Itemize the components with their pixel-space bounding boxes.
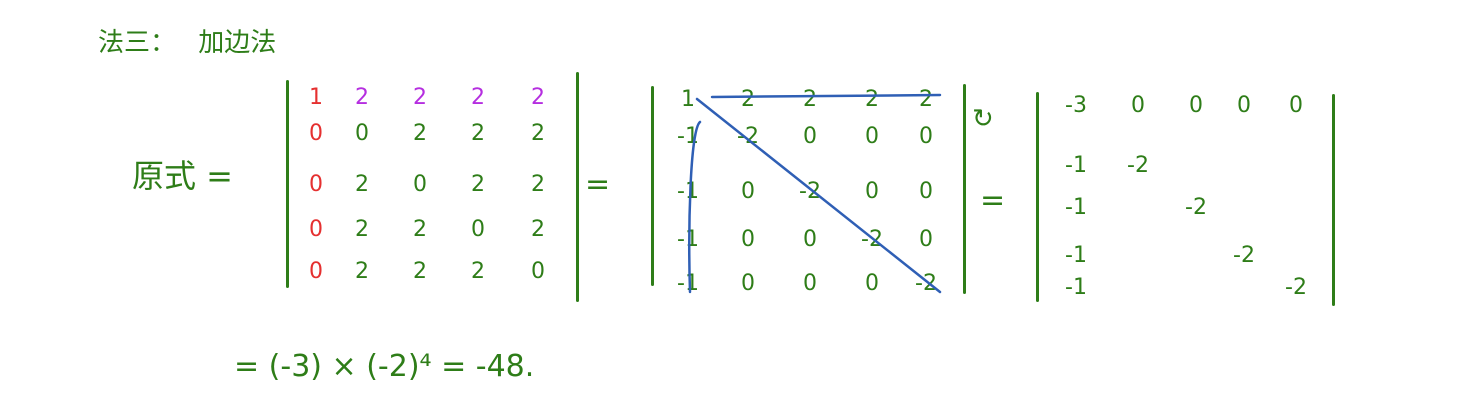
matrix-b-cell: -2 — [799, 179, 821, 204]
matrix-a-cell: 2 — [413, 121, 427, 146]
result-line: = (-3) × (-2)⁴ = -48. — [234, 349, 535, 384]
matrix-b-cell: -2 — [737, 124, 759, 149]
matrix-a-cell: 0 — [471, 217, 485, 242]
matrix-c-cell: 0 — [1237, 93, 1251, 118]
method-label: 法三： — [98, 28, 177, 58]
matrix-c-cell: -1 — [1065, 243, 1087, 268]
matrix-a-cell: 2 — [531, 217, 545, 242]
matrix-b-right-bar — [963, 84, 966, 294]
matrix-c-cell: -2 — [1285, 275, 1307, 300]
matrix-a-cell: 0 — [413, 172, 427, 197]
matrix-a-cell: 0 — [355, 121, 369, 146]
matrix-b-cell: 0 — [919, 227, 933, 252]
matrix-a-cell: 2 — [355, 217, 369, 242]
lhs-label: 原式 = — [132, 157, 233, 195]
matrix-b-cell: 0 — [741, 179, 755, 204]
matrix-c-cell: -3 — [1065, 93, 1087, 118]
diagonal-strike-line — [695, 97, 942, 294]
matrix-a-cell: 0 — [309, 259, 323, 284]
matrix-b-cell: 1 — [681, 87, 695, 112]
matrix-b-cell: 0 — [865, 271, 879, 296]
equals-sign-1: = — [585, 167, 611, 202]
matrix-a-cell: 1 — [309, 85, 323, 110]
first-row-strike-line — [710, 93, 942, 99]
matrix-a-cell: 0 — [531, 259, 545, 284]
matrix-c-cell: 0 — [1189, 93, 1203, 118]
matrix-a-cell: 2 — [355, 172, 369, 197]
matrix-a-cell: 2 — [471, 172, 485, 197]
matrix-c-cell: 0 — [1131, 93, 1145, 118]
matrix-a-cell: 2 — [531, 121, 545, 146]
matrix-c-cell: -2 — [1233, 243, 1255, 268]
method-name: 加边法 — [198, 28, 277, 58]
matrix-c-right-bar — [1332, 94, 1335, 306]
matrix-a-cell: 2 — [355, 85, 369, 110]
matrix-b-left-bar — [651, 86, 654, 286]
matrix-a-cell: 2 — [413, 85, 427, 110]
rotate-arrow-icon: ↻ — [972, 104, 994, 134]
matrix-a-cell: 0 — [309, 172, 323, 197]
matrix-a-cell: 2 — [531, 85, 545, 110]
matrix-c-cell: -2 — [1127, 153, 1149, 178]
matrix-a-right-bar — [576, 72, 579, 302]
matrix-a-cell: 2 — [413, 259, 427, 284]
matrix-c-cell: -2 — [1185, 195, 1207, 220]
matrix-b-cell: 0 — [803, 124, 817, 149]
matrix-b-cell: 2 — [803, 87, 817, 112]
matrix-b-cell: 0 — [865, 179, 879, 204]
matrix-a-cell: 2 — [471, 259, 485, 284]
matrix-a-cell: 0 — [309, 217, 323, 242]
matrix-b-cell: 2 — [741, 87, 755, 112]
matrix-c-cell: -1 — [1065, 275, 1087, 300]
matrix-b-cell: 2 — [865, 87, 879, 112]
matrix-b-cell: 0 — [919, 179, 933, 204]
matrix-a-cell: 2 — [413, 217, 427, 242]
matrix-b-cell: 0 — [741, 271, 755, 296]
first-column-strike-line — [688, 120, 702, 294]
matrix-b-cell: -1 — [677, 179, 699, 204]
matrix-b-cell: 0 — [803, 227, 817, 252]
matrix-b-cell: 0 — [803, 271, 817, 296]
matrix-c-cell: -1 — [1065, 195, 1087, 220]
matrix-b-cell: -1 — [677, 271, 699, 296]
matrix-c-cell: -1 — [1065, 153, 1087, 178]
matrix-a-cell: 2 — [471, 121, 485, 146]
matrix-a-cell: 2 — [471, 85, 485, 110]
matrix-a-cell: 2 — [531, 172, 545, 197]
equals-sign-2: = — [980, 183, 1006, 218]
matrix-c-left-bar — [1036, 92, 1039, 302]
matrix-b-cell: 0 — [865, 124, 879, 149]
matrix-c-cell: 0 — [1289, 93, 1303, 118]
matrix-a-left-bar — [286, 80, 289, 288]
matrix-a-cell: 0 — [309, 121, 323, 146]
method-heading: 法三： 加边法 — [98, 30, 276, 56]
matrix-b-cell: 0 — [919, 124, 933, 149]
matrix-a-cell: 2 — [355, 259, 369, 284]
matrix-b-cell: 0 — [741, 227, 755, 252]
